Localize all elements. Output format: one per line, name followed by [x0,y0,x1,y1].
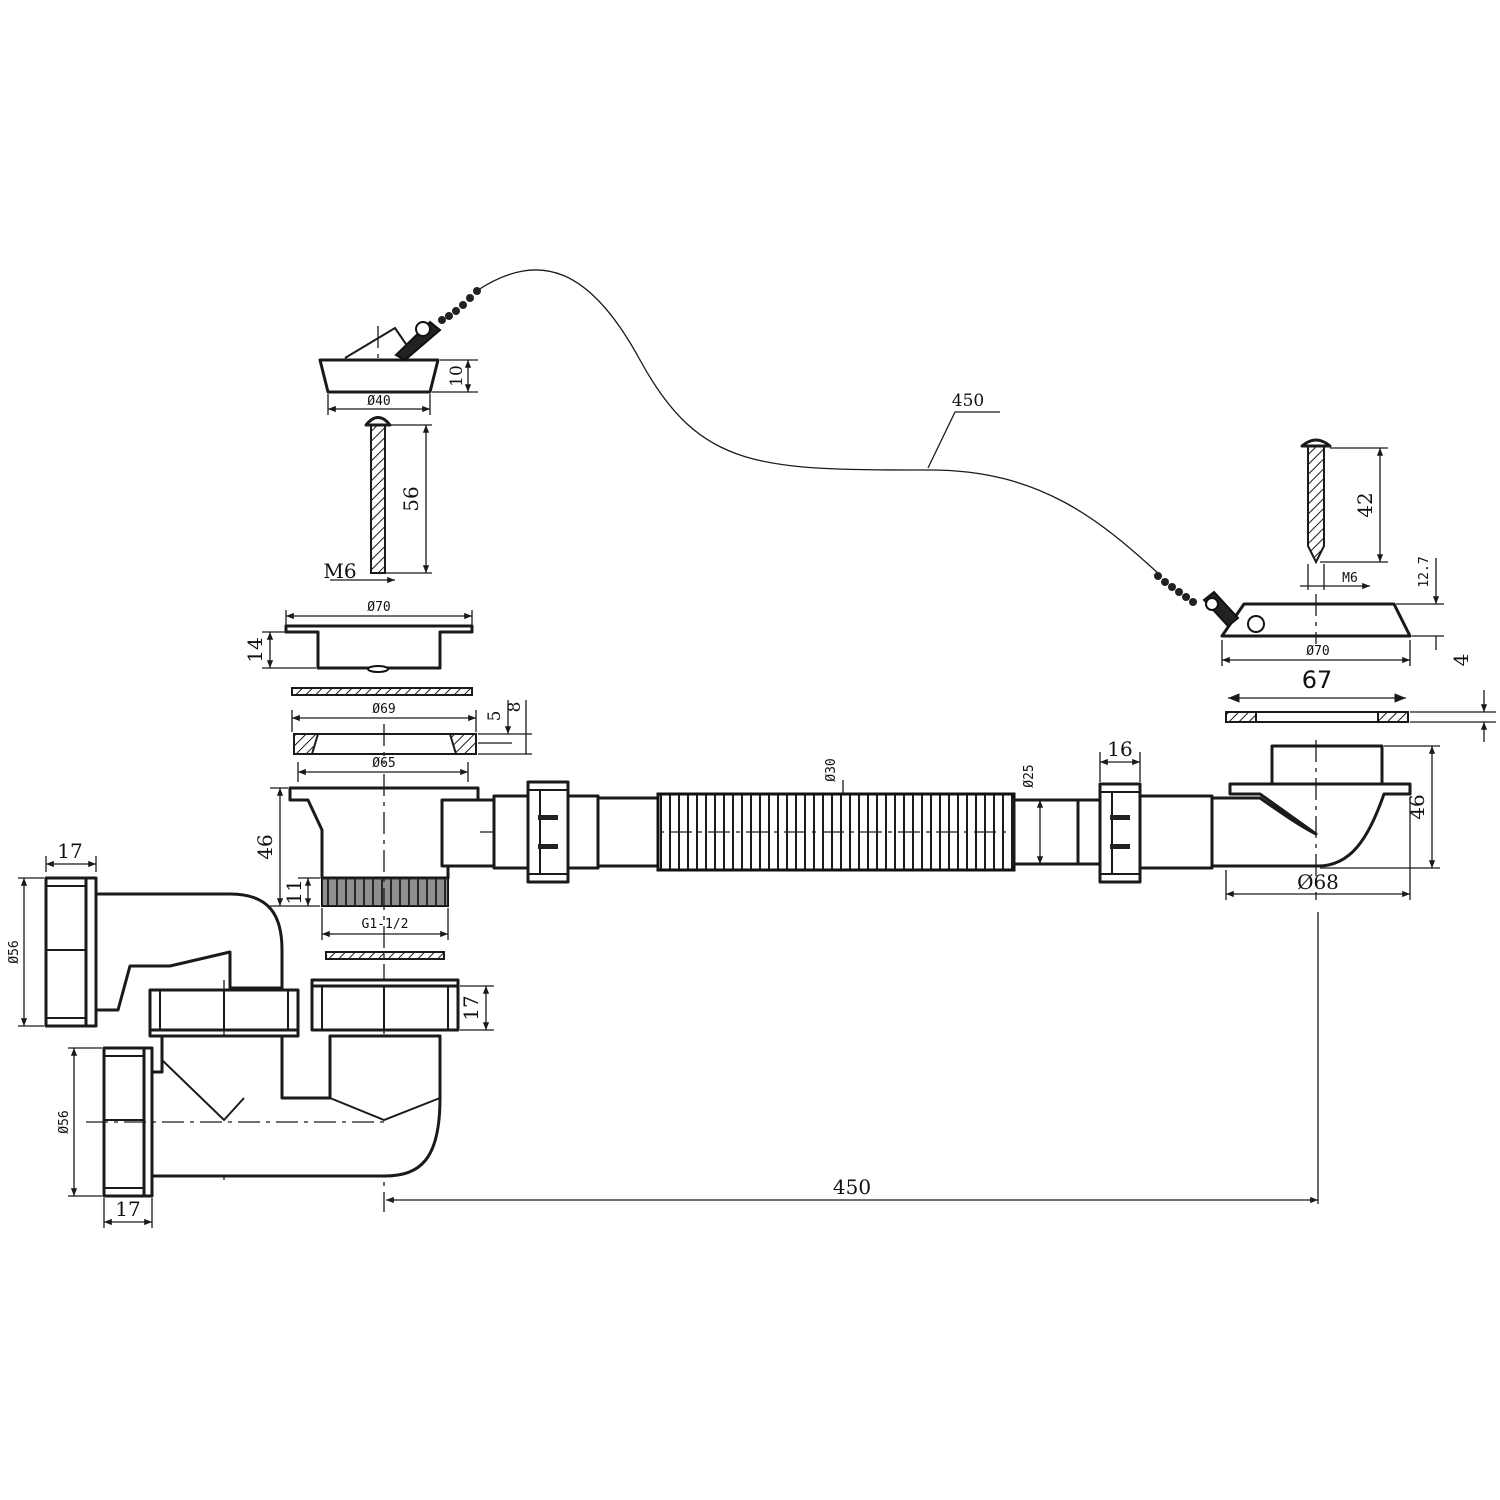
overflow-gasket-thickness-label: 4 [1449,654,1473,667]
body-diameter-label: Ø65 [372,756,395,771]
thread-height-label: 11 [282,879,306,904]
seal-diameter-label: Ø69 [372,702,395,717]
plug-top-height-label: 10 [447,365,467,387]
plug-chain: 450 [438,269,1197,606]
overflow-body-diameter-label: Ø68 [1297,870,1339,894]
overflow-body-height-label: 46 [1405,794,1429,819]
strainer-diameter-label: Ø70 [367,600,390,615]
strainer-height-label: 14 [243,637,267,662]
overflow-bolt-length-label: 42 [1353,492,1377,517]
inlet-diameter-top-label: Ø56 [7,940,22,963]
hose-diameter-label: Ø30 [824,758,839,781]
plug-bolt: 56 M6 [323,416,432,584]
plug-top: 10 Ø40 [318,320,478,415]
seal-thickness-b-label: 8 [505,702,525,713]
trap-washer [325,951,445,960]
strainer: Ø70 14 [243,600,474,673]
trap-nut-height-label: 17 [459,995,483,1020]
coupling-width-label: 16 [1107,737,1132,761]
outlet-nut-width-label: 17 [115,1197,140,1221]
center-distance-label: 450 [833,1175,871,1199]
overflow-assembly: 42 M6 12.7 Ø70 67 4 [1202,438,1496,1204]
chain-length-label: 450 [952,391,984,411]
overflow-bolt-thread-label: M6 [1342,571,1358,586]
inlet-nut-width-top-label: 17 [57,839,82,863]
bolt-thread-label: M6 [323,559,356,583]
bolt-length-label: 56 [399,486,423,511]
bottle-trap: 17 Ø56 17 Ø56 [7,839,494,1228]
drain-body: Ø65 46 11 G1-1/2 [253,756,496,1212]
overflow-gasket-width-label: 67 [1302,666,1333,694]
flexible-hose: Ø30 Ø25 16 [480,737,1338,884]
outlet-diameter-label: Ø56 [57,1110,72,1133]
overflow-cap-height-label: 12.7 [1417,556,1432,587]
center-distance-dimension: 450 [386,1175,1318,1204]
seal-thickness-a-label: 5 [485,711,505,722]
thread-size-label: G1-1/2 [362,917,409,932]
pipe-diameter-label: Ø25 [1022,764,1037,787]
cone-seal: Ø69 5 8 [291,700,532,764]
body-height-label: 46 [253,834,277,859]
flat-washer [291,687,473,696]
overflow-cap-diameter-label: Ø70 [1306,644,1329,659]
plug-top-diameter-label: Ø40 [367,394,390,409]
